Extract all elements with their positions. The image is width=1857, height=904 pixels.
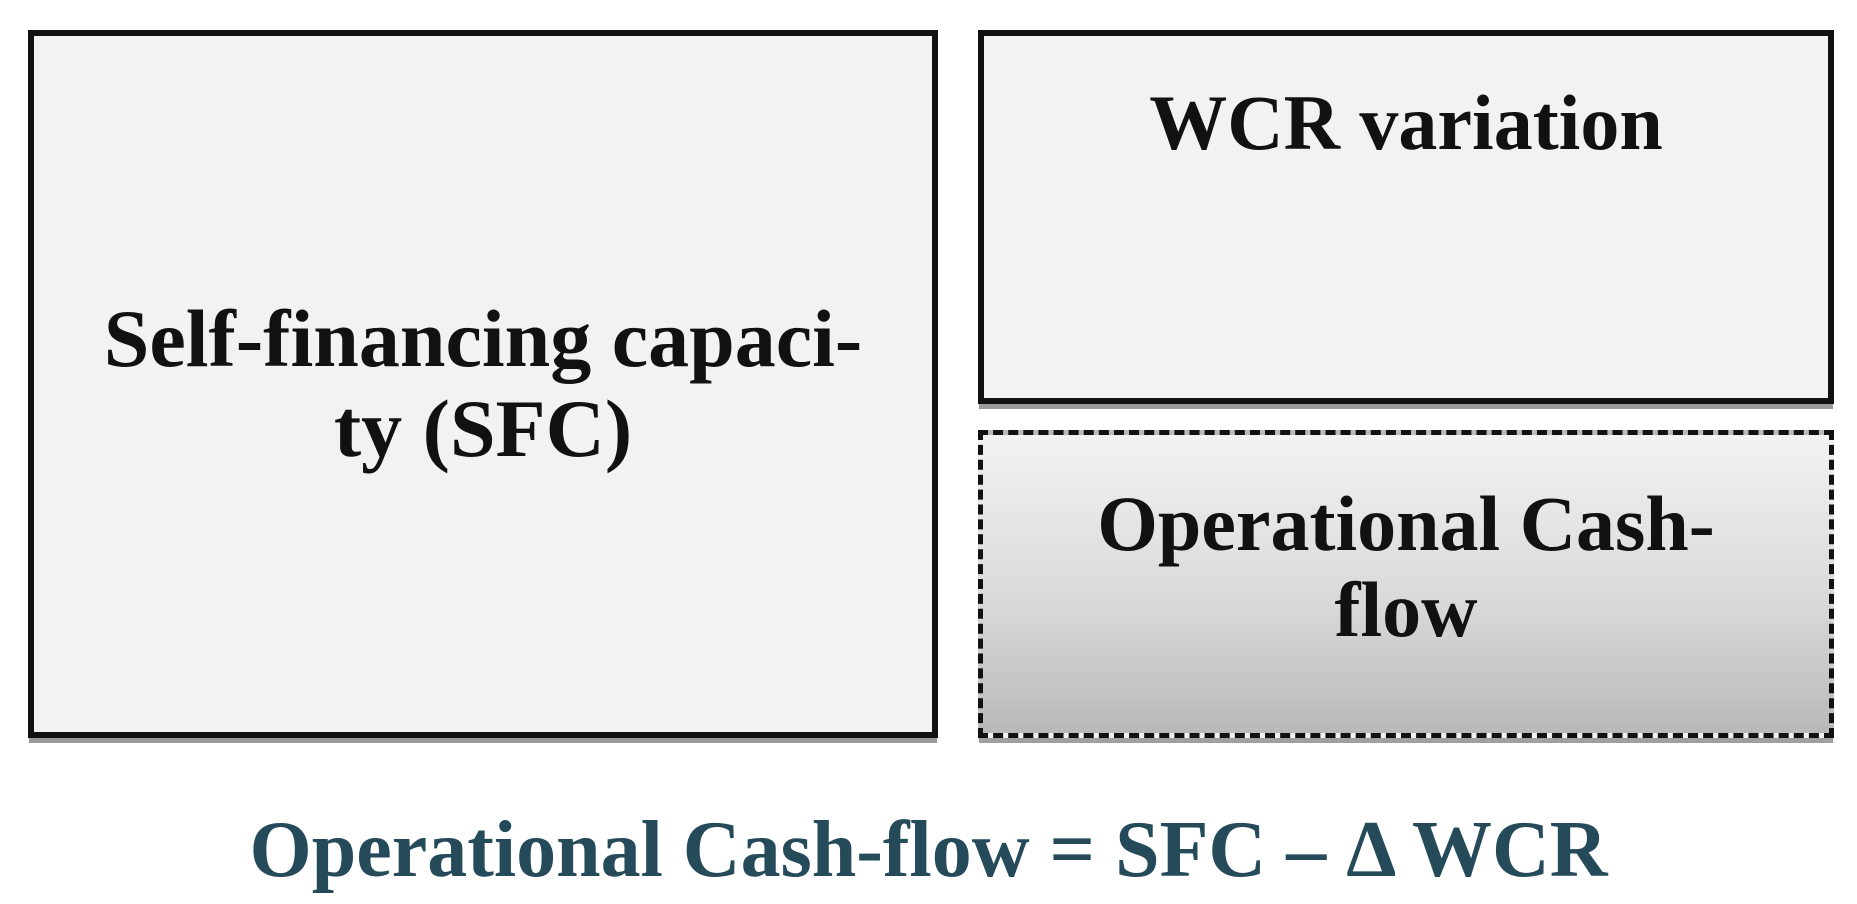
wcr-variation-label: WCR variation: [1149, 79, 1663, 166]
sfc-label-line1: Self-financing capaci-: [103, 292, 863, 384]
wcr-variation-box: WCR variation: [978, 30, 1834, 404]
sfc-box: Self-financing capaci- ty (SFC): [28, 30, 938, 738]
sfc-label-line2: ty (SFC): [333, 383, 633, 474]
ocf-label-line1: Operational Cash-: [1097, 480, 1715, 567]
operational-cash-flow-box: Operational Cash- flow: [978, 430, 1834, 738]
operational-cash-flow-label: Operational Cash- flow: [1097, 481, 1715, 653]
sfc-label: Self-financing capaci- ty (SFC): [103, 292, 863, 474]
cash-flow-formula: Operational Cash-flow = SFC – Δ WCR: [249, 806, 1608, 894]
ocf-label-line2: flow: [1334, 565, 1478, 653]
